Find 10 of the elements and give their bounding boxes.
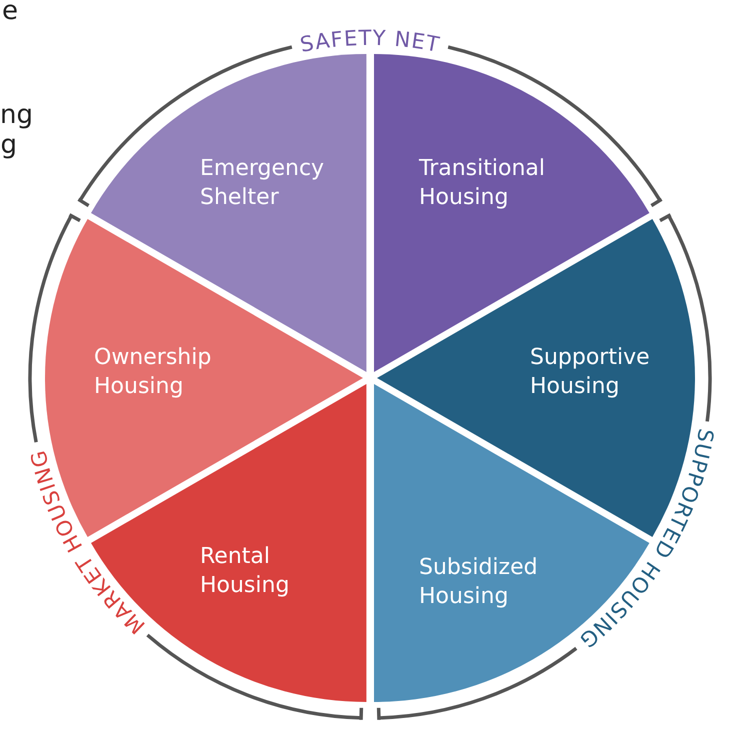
segment-label: Subsidized Housing xyxy=(419,554,539,611)
segment-label: Ownership Housing xyxy=(94,344,212,401)
segment-label: Emergency Shelter xyxy=(200,154,326,212)
ring-label: SAFETY NET xyxy=(298,26,442,57)
cut-off-text: g xyxy=(0,130,17,160)
cut-off-text: e xyxy=(2,0,18,26)
segment-label: Transitional Housing xyxy=(419,154,546,212)
cut-off-text: ng xyxy=(0,100,33,130)
segment-label: Supportive Housing xyxy=(530,344,651,401)
segment-label: Rental Housing xyxy=(200,542,290,600)
